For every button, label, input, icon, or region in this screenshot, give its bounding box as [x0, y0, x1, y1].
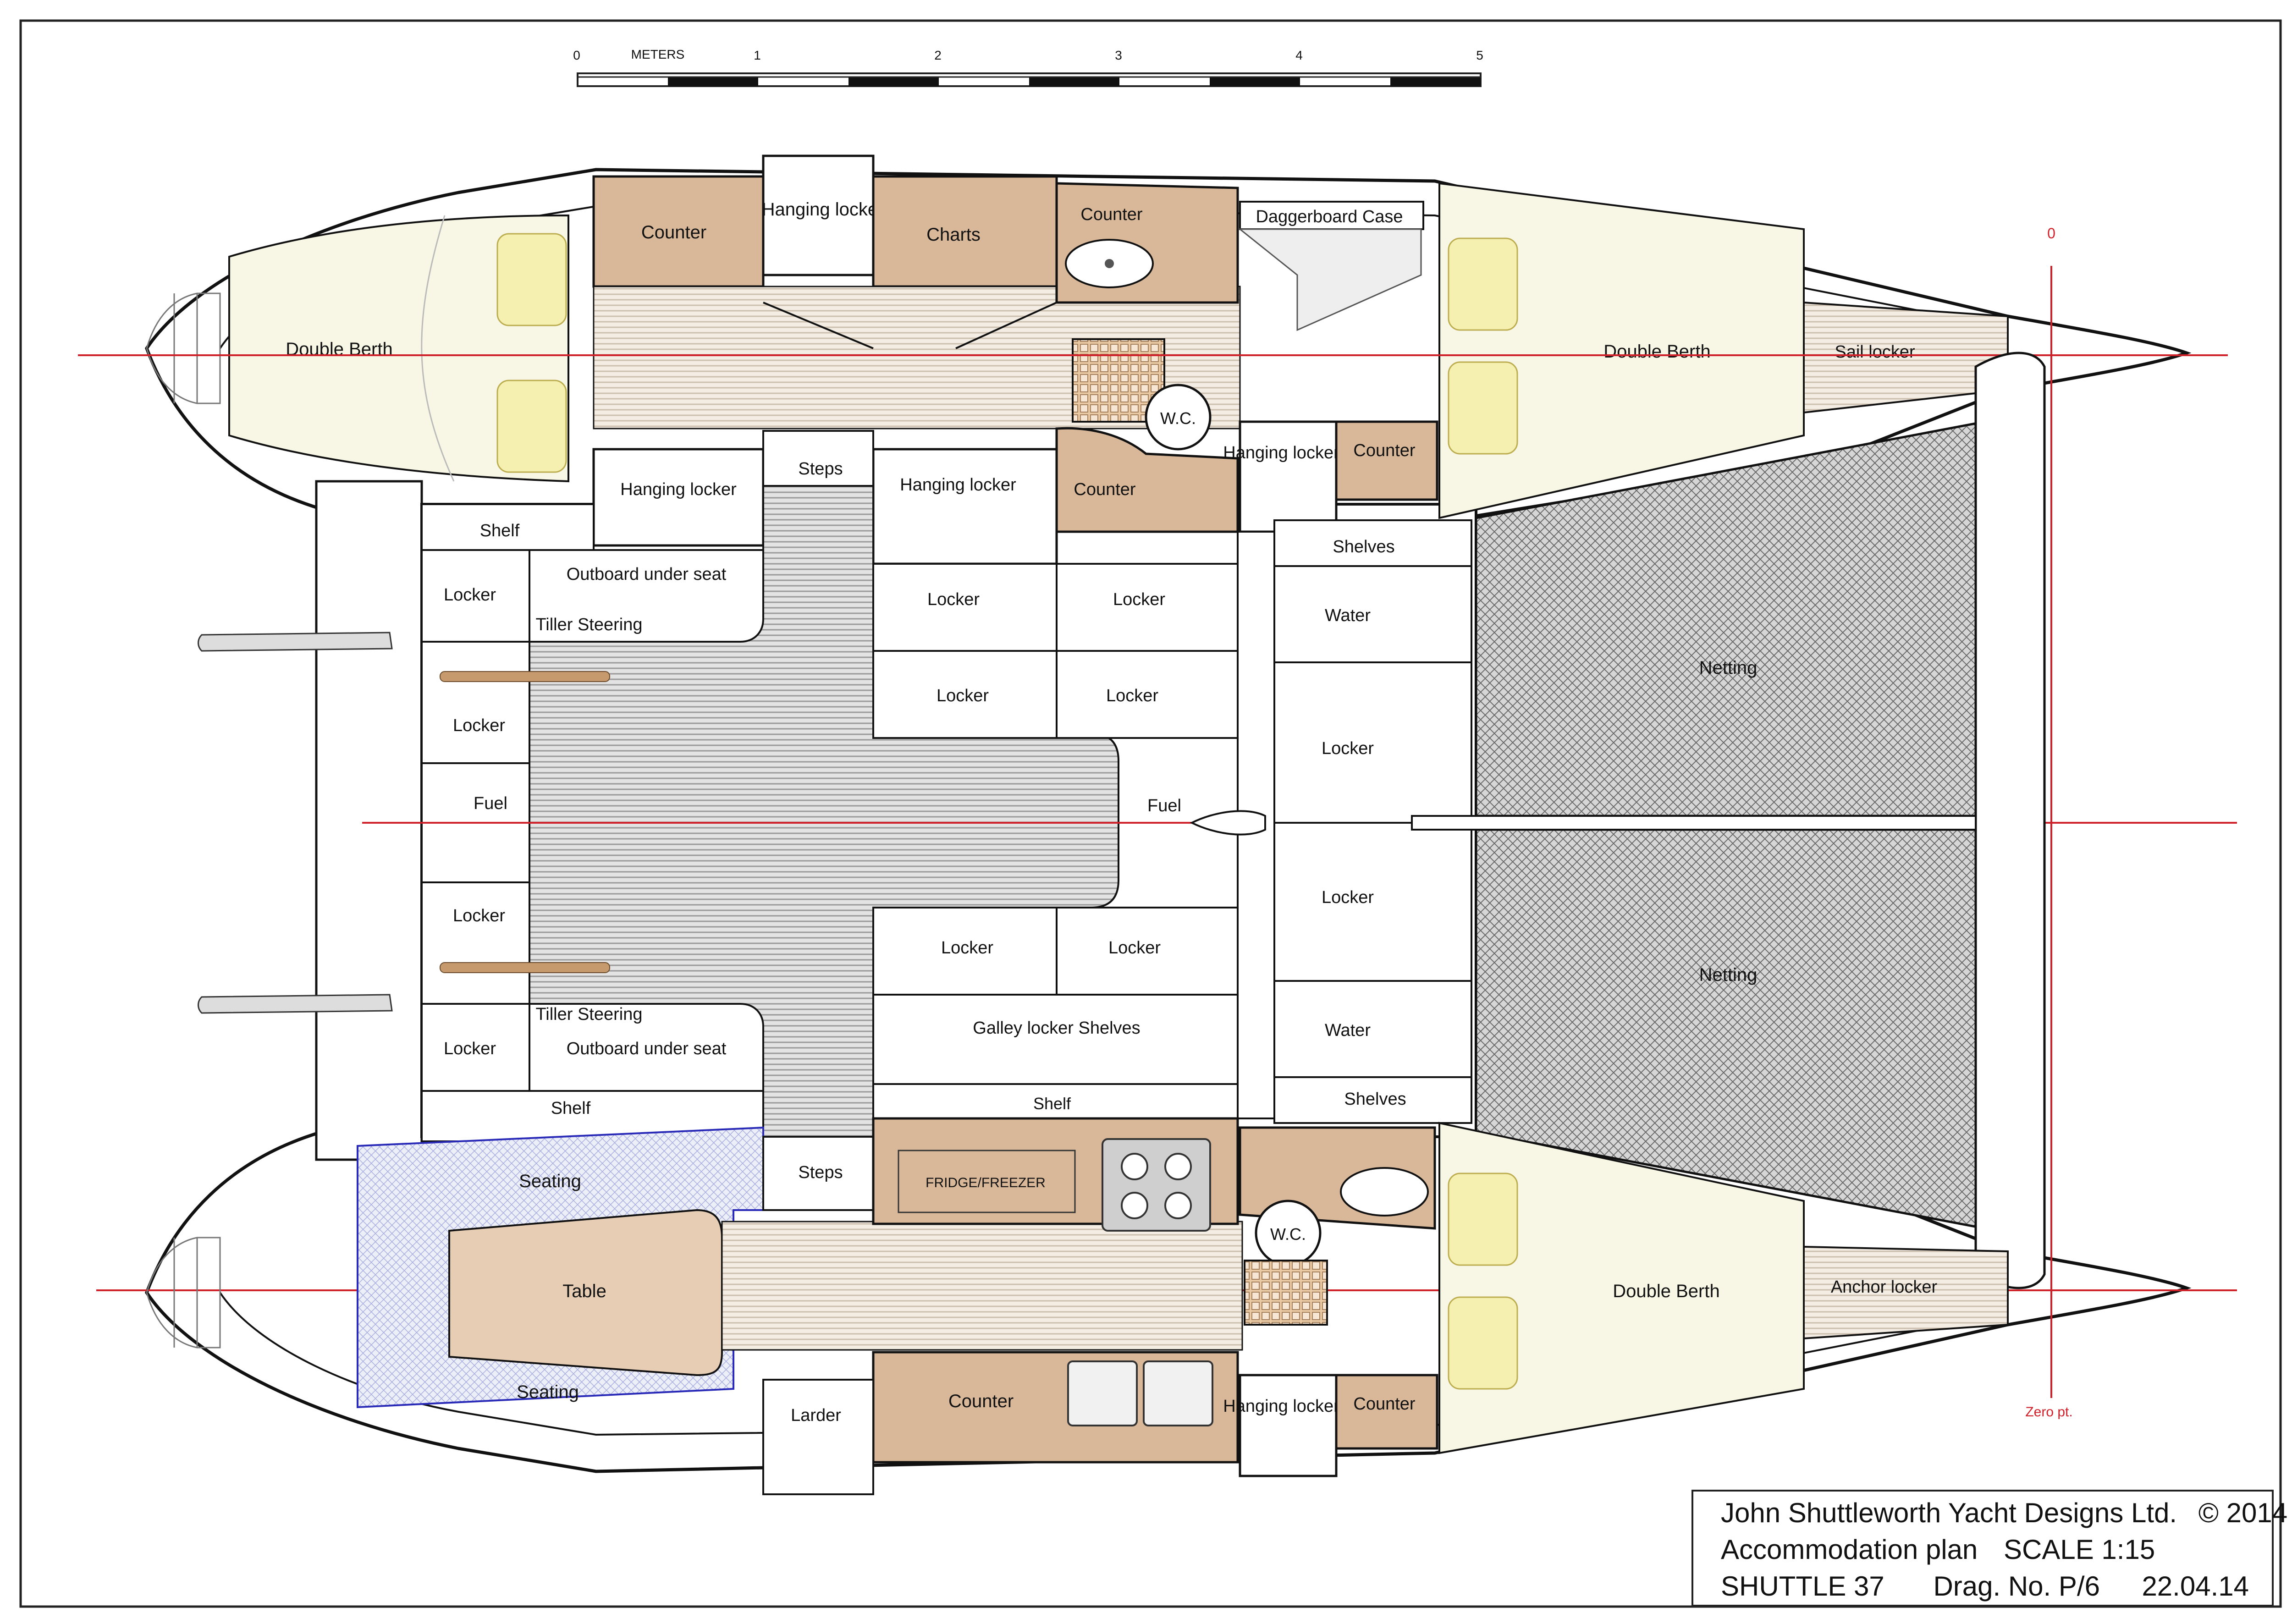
fuel-transom-label: Fuel [474, 794, 507, 813]
scale-tick-0: 0 [573, 48, 580, 62]
locker-transom-stbd-label: Locker [453, 906, 505, 925]
locker-stbd-aft-label: Locker [444, 1039, 496, 1058]
scale-tick-4: 4 [1295, 48, 1303, 62]
locker-salon-5-label: Locker [941, 938, 993, 958]
shelf-stbd-label: Shelf [551, 1099, 591, 1118]
zero-mark-label: 0 [2047, 225, 2055, 242]
locker-port-aft-label: Locker [444, 585, 496, 605]
hanging-locker-stbd-label: Hanging locker [1223, 1397, 1339, 1416]
table-label: Table [562, 1281, 606, 1301]
counter-galley-label: Counter [948, 1391, 1014, 1411]
scale-text: SCALE 1:15 [2003, 1534, 2155, 1565]
counter-port-head-label: Counter [1080, 205, 1143, 224]
seating-bottom-label: Seating [517, 1382, 579, 1402]
wc-port-label: W.C. [1160, 409, 1196, 428]
locker-bridgedeck-2-label: Locker [1322, 888, 1374, 907]
plan-name: Accommodation plan [1721, 1534, 1978, 1565]
copyright: © 2014 [2198, 1497, 2288, 1528]
counter-stbd-fwd-label: Counter [1353, 1394, 1416, 1414]
outboard-under-seat-stbd-label: Outboard under seat [567, 1039, 727, 1058]
stbd-stern-steps [146, 1237, 221, 1349]
locker-salon-6-label: Locker [1108, 938, 1161, 958]
shelves-port-label: Shelves [1333, 537, 1394, 556]
locker-salon-4-label: Locker [1106, 686, 1158, 705]
larder-label: Larder [791, 1406, 841, 1425]
locker-salon-2-label: Locker [1113, 590, 1165, 609]
drawing-number: Drag. No. P/6 [1933, 1571, 2100, 1602]
hanging-locker-port-2-label: Hanging locker [620, 480, 737, 499]
scale-tick-1: 1 [754, 48, 761, 62]
locker-salon-1-label: Locker [927, 590, 980, 609]
scale-bar: 0 METERS 1 2 3 4 5 [573, 47, 1483, 87]
double-berth-port-fwd-label: Double Berth [1603, 341, 1710, 362]
netting-stbd-label: Netting [1699, 965, 1758, 985]
tiller-steering-port-label: Tiller Steering [535, 615, 642, 634]
steps-port-label: Steps [798, 459, 843, 479]
drawing-date: 22.04.14 [2142, 1571, 2249, 1602]
double-berth-port-aft-label: Double Berth [286, 339, 392, 359]
plan-line: Accommodation plan SCALE 1:15 [1721, 1534, 2155, 1565]
hanging-locker-port-3-label: Hanging locker [900, 475, 1016, 495]
seating-top-label: Seating [519, 1171, 581, 1191]
scale-unit-label: METERS [631, 47, 685, 61]
shelves-stbd-label: Shelves [1344, 1090, 1406, 1109]
water-stbd-label: Water [1325, 1021, 1371, 1040]
steps-stbd-label: Steps [798, 1163, 843, 1182]
fridge-freezer-label: FRIDGE/FREEZER [926, 1175, 1046, 1190]
locker-bridgedeck-1-label: Locker [1322, 739, 1374, 758]
charts-label: Charts [926, 225, 981, 245]
boat-name: SHUTTLE 37 [1721, 1571, 1884, 1602]
netting-port-label: Netting [1699, 658, 1758, 678]
port-stern-steps [146, 292, 221, 404]
shelf-galley-label: Shelf [1033, 1094, 1071, 1113]
counter-port-3-label: Counter [1074, 480, 1136, 499]
counter-port-4-label: Counter [1353, 441, 1416, 460]
scale-tick-5: 5 [1476, 48, 1483, 62]
outboard-under-seat-port-label: Outboard under seat [567, 565, 727, 584]
anchor-locker-label: Anchor locker [1831, 1277, 1938, 1297]
daggerboard-case-label: Daggerboard Case [1256, 207, 1403, 226]
shelf-port-label: Shelf [480, 521, 520, 540]
tiller-steering-stbd-label: Tiller Steering [535, 1005, 642, 1024]
locker-salon-3-label: Locker [937, 686, 989, 705]
designer-line: John Shuttleworth Yacht Designs Ltd. © 2… [1721, 1497, 2287, 1529]
counter-port-1-label: Counter [641, 222, 706, 242]
wc-stbd-label: W.C. [1270, 1225, 1306, 1244]
galley-locker-shelves-label: Galley locker Shelves [973, 1018, 1140, 1038]
designer-name: John Shuttleworth Yacht Designs Ltd. [1721, 1497, 2177, 1528]
double-berth-stbd-fwd-label: Double Berth [1613, 1281, 1719, 1301]
hanging-locker-port-1-label: Hanging locker [762, 199, 884, 220]
fuel-center-label: Fuel [1147, 796, 1181, 815]
sail-locker-label: Sail locker [1835, 342, 1915, 362]
zero-point-label: Zero pt. [2025, 1404, 2072, 1420]
scale-tick-2: 2 [934, 48, 942, 62]
title-block: John Shuttleworth Yacht Designs Ltd. © 2… [1691, 1490, 2287, 1607]
scale-tick-3: 3 [1115, 48, 1122, 62]
water-port-label: Water [1325, 606, 1371, 625]
hanging-locker-port-4-label: Hanging locker [1223, 443, 1339, 462]
locker-transom-port-label: Locker [453, 716, 505, 735]
drawing-line: SHUTTLE 37 Drag. No. P/6 [1721, 1570, 2100, 1602]
